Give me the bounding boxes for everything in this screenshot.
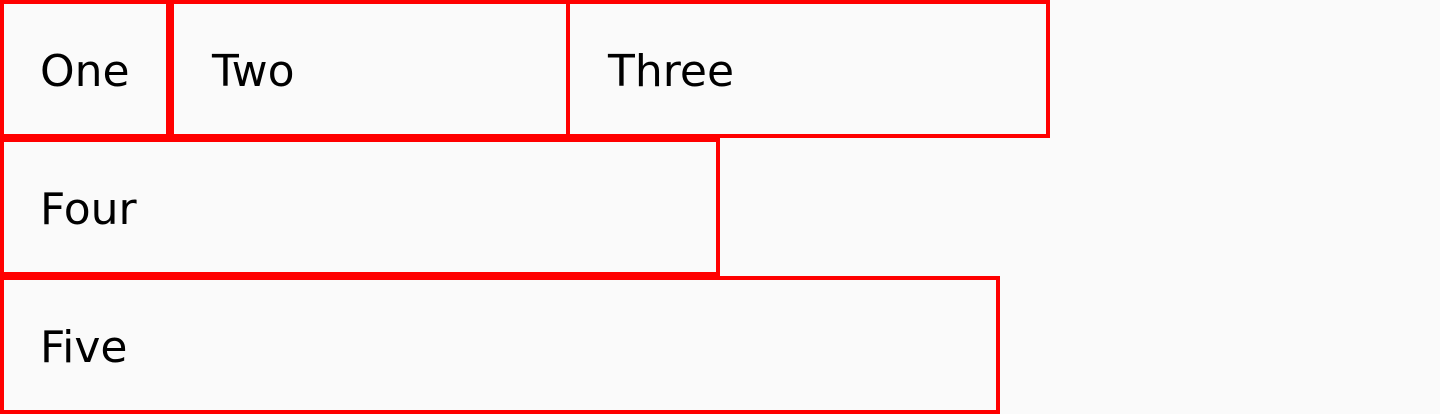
box-three-label: Three [608, 46, 735, 97]
box-five: Five [0, 276, 1000, 414]
box-four-label: Four [40, 184, 137, 235]
box-one-label: One [40, 46, 130, 97]
box-two-label: Two [212, 46, 295, 97]
box-five-label: Five [40, 322, 128, 373]
box-one: One [0, 0, 170, 138]
box-three: Three [566, 0, 1050, 138]
box-four: Four [0, 138, 720, 276]
box-two: Two [170, 0, 570, 138]
